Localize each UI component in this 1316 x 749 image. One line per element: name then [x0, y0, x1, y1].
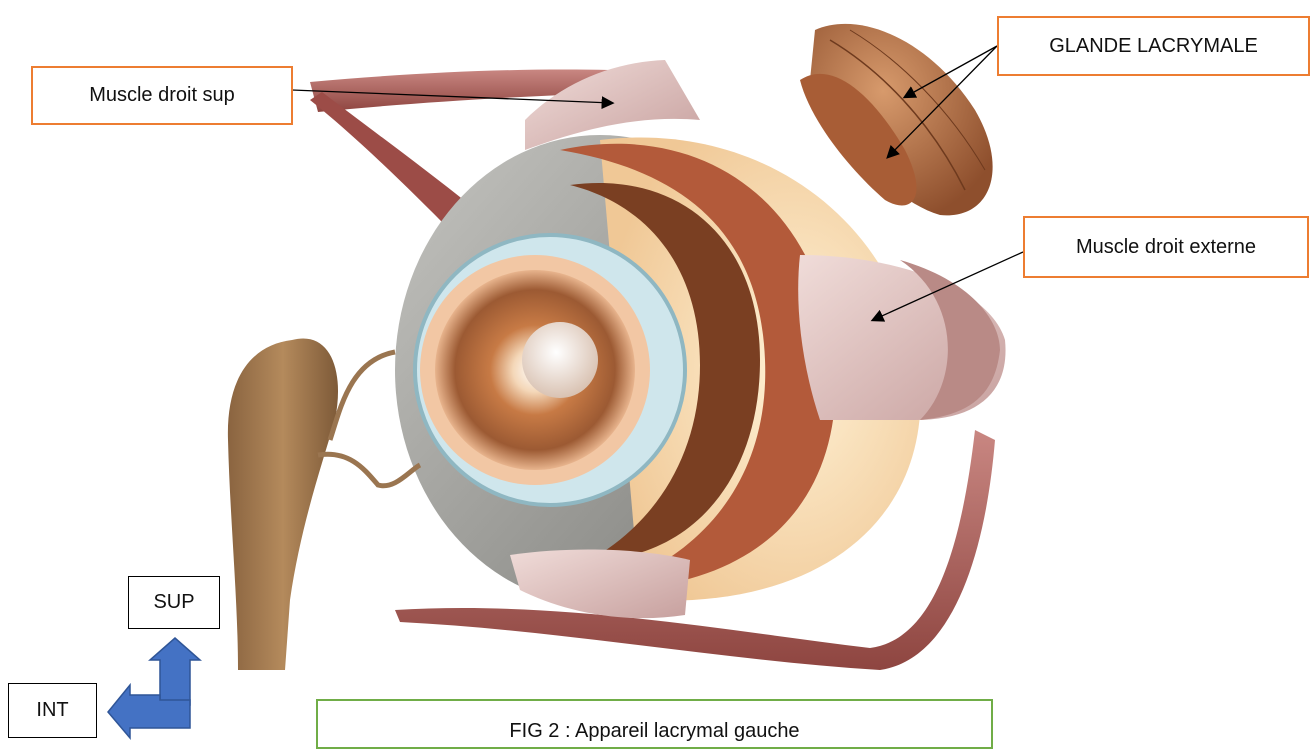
- inferior-rectus-tendon: [510, 550, 690, 619]
- orientation-label-int: INT: [8, 683, 97, 738]
- label-muscle-droit-externe: Muscle droit externe: [1023, 216, 1309, 278]
- figure-caption: FIG 2 : Appareil lacrymal gauche: [316, 699, 993, 749]
- lacrimal-sac: [228, 338, 338, 670]
- orientation-label-sup: SUP: [128, 576, 220, 629]
- label-glande-lacrymale: GLANDE LACRYMALE: [997, 16, 1310, 76]
- pupil: [522, 322, 598, 398]
- oblique-muscle: [310, 92, 470, 230]
- label-muscle-droit-sup: Muscle droit sup: [31, 66, 293, 125]
- lacrimal-gland: [800, 24, 993, 215]
- lacrimal-canaliculus-superior: [330, 352, 395, 440]
- l-shaped-double-arrow-icon: [108, 638, 200, 738]
- lacrimal-canaliculus-inferior: [318, 454, 420, 486]
